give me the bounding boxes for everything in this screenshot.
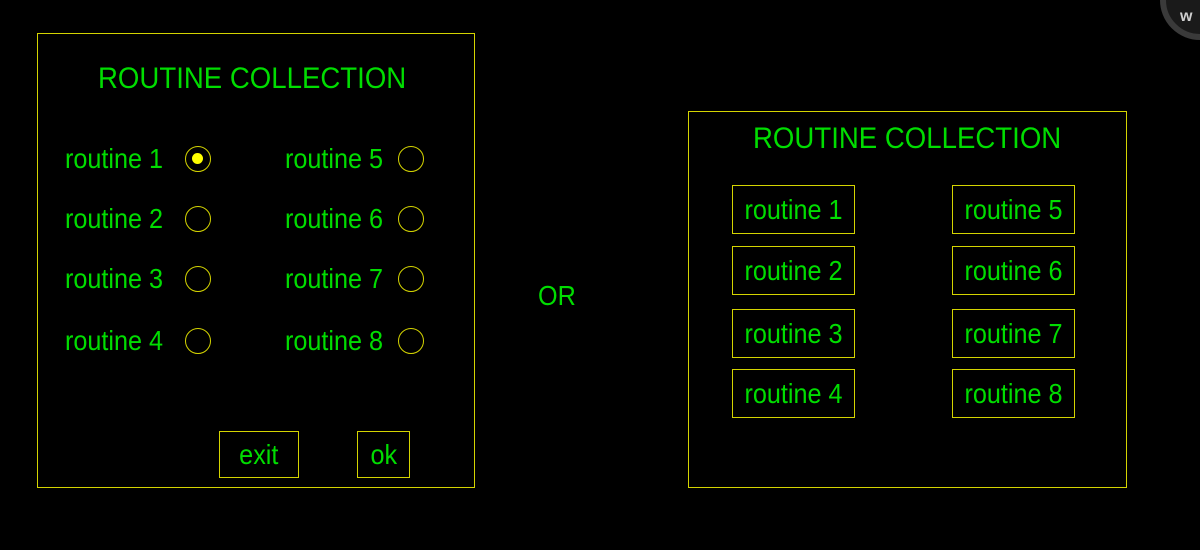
radio-label: routine 4 <box>65 325 164 356</box>
radio-button[interactable] <box>398 206 424 232</box>
routine-3-button[interactable]: routine 3 <box>732 309 855 358</box>
routine-4-button[interactable]: routine 4 <box>732 369 855 418</box>
radio-label: routine 2 <box>65 203 164 234</box>
routine-button-label: routine 4 <box>744 377 843 409</box>
routine-collection-button-panel: ROUTINE COLLECTION routine 1 routine 2 r… <box>688 111 1127 488</box>
radio-option-routine-4[interactable]: routine 4 <box>65 324 211 358</box>
radio-label: routine 8 <box>285 325 384 356</box>
routine-5-button[interactable]: routine 5 <box>952 185 1075 234</box>
exit-button-label: exit <box>239 438 279 470</box>
routine-button-label: routine 7 <box>964 317 1063 349</box>
radio-label: routine 3 <box>65 263 164 294</box>
radio-option-routine-7[interactable]: routine 7 <box>285 262 424 296</box>
radio-button[interactable] <box>398 328 424 354</box>
radio-option-routine-8[interactable]: routine 8 <box>285 324 424 358</box>
routine-button-label: routine 6 <box>964 254 1063 286</box>
corner-logo-letter: w <box>1180 8 1193 25</box>
routine-button-label: routine 5 <box>964 193 1063 225</box>
radio-option-routine-3[interactable]: routine 3 <box>65 262 211 296</box>
exit-button[interactable]: exit <box>219 431 299 478</box>
radio-button[interactable] <box>185 328 211 354</box>
radio-option-routine-5[interactable]: routine 5 <box>285 142 424 176</box>
radio-button[interactable] <box>398 266 424 292</box>
routine-7-button[interactable]: routine 7 <box>952 309 1075 358</box>
routine-collection-radio-panel: ROUTINE COLLECTION routine 1 routine 2 r… <box>37 33 475 488</box>
radio-option-routine-2[interactable]: routine 2 <box>65 202 211 236</box>
radio-button[interactable] <box>185 206 211 232</box>
routine-2-button[interactable]: routine 2 <box>732 246 855 295</box>
routine-button-label: routine 8 <box>964 377 1063 409</box>
radio-label: routine 5 <box>285 143 384 174</box>
routine-1-button[interactable]: routine 1 <box>732 185 855 234</box>
routine-8-button[interactable]: routine 8 <box>952 369 1075 418</box>
radio-button[interactable] <box>185 266 211 292</box>
panel-title: ROUTINE COLLECTION <box>753 122 1062 155</box>
radio-label: routine 7 <box>285 263 384 294</box>
radio-button[interactable] <box>398 146 424 172</box>
radio-option-routine-1[interactable]: routine 1 <box>65 142 211 176</box>
routine-button-label: routine 1 <box>744 193 843 225</box>
or-separator-label: OR <box>538 280 576 311</box>
radio-option-routine-6[interactable]: routine 6 <box>285 202 424 236</box>
routine-button-label: routine 3 <box>744 317 843 349</box>
radio-label: routine 1 <box>65 143 164 174</box>
ok-button[interactable]: ok <box>357 431 410 478</box>
radio-label: routine 6 <box>285 203 384 234</box>
routine-6-button[interactable]: routine 6 <box>952 246 1075 295</box>
panel-title: ROUTINE COLLECTION <box>98 62 407 95</box>
routine-button-label: routine 2 <box>744 254 843 286</box>
radio-button-selected[interactable] <box>185 146 211 172</box>
ok-button-label: ok <box>370 438 397 470</box>
